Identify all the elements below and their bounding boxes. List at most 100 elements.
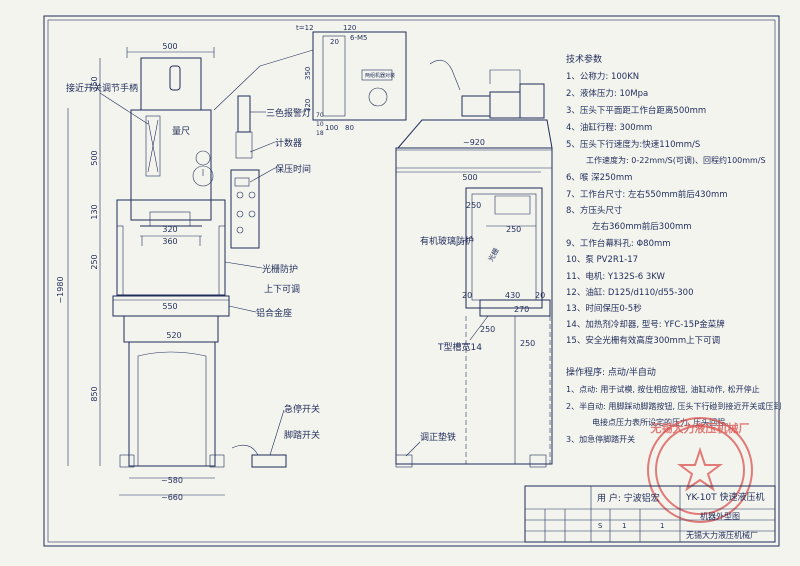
side-foot-right	[529, 454, 547, 468]
front-view: 500 320	[56, 42, 287, 502]
spec-line: 13、时间保压0-5秒	[566, 303, 642, 314]
callout-three-color-lamp: 三色报警灯	[266, 107, 311, 119]
titleblock-model: YK-10T 快速液压机	[685, 491, 765, 503]
spec-line: 7、工作台尺寸: 左右550mm前后430mm	[566, 189, 728, 200]
pressure-gauge-large-icon	[192, 165, 214, 187]
foot-pedal	[251, 454, 287, 468]
dim-det-100: 100	[325, 124, 338, 132]
side-foot-left	[395, 454, 413, 468]
detail-note: 两组机器对装	[365, 72, 395, 79]
callout-leveling-pad: 调正垫铁	[420, 431, 456, 443]
cylinder-housing	[140, 57, 202, 111]
operation-line: 3、加急停脚踏开关	[566, 434, 635, 444]
callout-proximity-switch: 接近开关调节手柄	[66, 82, 138, 94]
light-curtain-right	[218, 225, 226, 297]
dim-det-10: 10	[316, 121, 324, 128]
dim-top-500: 500	[162, 42, 177, 51]
dim-det-70: 70	[316, 112, 324, 119]
dim-550: 550	[162, 302, 177, 311]
spec-line: 12、油缸: D125/d110/d55-300	[566, 287, 694, 298]
ruler-bar	[145, 115, 161, 177]
guard-mark: 光栅	[486, 246, 501, 263]
titleblock-drawing-name: 机器外型图	[700, 511, 740, 521]
dim-side-500: 500	[462, 173, 477, 182]
dim-660: ~660	[161, 493, 183, 502]
dim-side-20a: 20	[462, 291, 472, 300]
detail-view: t=12 120 20 6-M5 两组机器对装 350 320 70 10 18…	[213, 24, 407, 137]
dim-920: ~920	[463, 138, 485, 147]
dim-det-120: 120	[343, 24, 356, 32]
titleblock-scale: S	[598, 522, 603, 530]
drawing-border	[43, 15, 780, 547]
titleblock-user: 用 户: 宁波铝宏	[597, 492, 660, 504]
spec-line: 15、安全光栅有效高度300mm上下可调	[566, 335, 720, 346]
base-frame	[128, 341, 216, 467]
dim-520: 520	[166, 331, 181, 340]
spec-line: 14、加热剂冷却器, 型号: YFC-15P金菜牌	[566, 319, 725, 330]
spec-line: 6、喉 深250mm	[566, 172, 632, 183]
operation-line: 1、点动: 用于试模, 按住相应按钮, 油缸动作, 松开停止	[566, 384, 760, 394]
press-plate	[149, 211, 191, 227]
spec-line: 10、泵 PV2R1-17	[566, 255, 638, 265]
titleblock-sheet-total: 1	[660, 522, 664, 530]
glass-guard-frame	[465, 187, 543, 309]
spec-line: 左右360mm前后300mm	[592, 221, 692, 232]
inner-border	[47, 19, 776, 543]
detail-plate	[312, 31, 407, 121]
callout-emergency-stop: 急停开关	[284, 403, 320, 415]
dim-det-80: 80	[345, 124, 354, 132]
light-curtain-left	[116, 225, 124, 297]
operation-panel: 操作程序: 点动/半自动 1、点动: 用于试模, 按住相应按钮, 油缸动作, 松…	[566, 366, 781, 444]
alarm-lamp-icon	[237, 95, 251, 133]
front-callouts: 接近开关调节手柄 量尺 三色报警灯 计数器 保压时间 光栅防护 上下可调 铝合金…	[66, 82, 320, 456]
dim-det-18: 18	[316, 130, 324, 137]
operation-heading: 操作程序: 点动/半自动	[566, 366, 656, 378]
callout-ruler: 量尺	[172, 126, 190, 137]
machine-body	[395, 147, 553, 465]
spec-line: 4、油缸行程: 300mm	[566, 122, 652, 133]
company-seal: 无锡大力液压机械厂	[647, 417, 753, 523]
spec-heading: 技术参数	[566, 53, 602, 65]
callout-t-slot: T型槽宽14	[437, 341, 482, 353]
dim-580: ~580	[161, 476, 183, 485]
work-area-frame	[116, 199, 226, 296]
dim-360: 360	[162, 237, 177, 246]
dim-850: 850	[90, 386, 99, 401]
dim-t12: t=12	[296, 24, 314, 32]
spec-line: 3、压头下平面距工作台距离500mm	[566, 105, 706, 116]
dim-side-430: 430	[505, 291, 520, 300]
dim-side-270: 270	[514, 305, 529, 314]
pressure-gauge-icon	[195, 150, 211, 166]
side-callouts: 有机玻璃防护 T型槽宽14 调正垫铁	[405, 235, 489, 457]
dim-500-v: 500	[90, 150, 99, 165]
spec-panel: 技术参数 1、公称力: 100KN 2、液体压力: 10Mpa 3、压头下平面距…	[566, 53, 766, 346]
spec-line: 9、工作台幕料孔: Φ80mm	[566, 238, 671, 249]
spec-line: 2、液体压力: 10Mpa	[566, 88, 648, 99]
callout-hold-time: 保压时间	[275, 163, 311, 175]
detail-circle-icon	[368, 87, 388, 107]
operation-line: 电接点压力表所设定的压力, 压头回程。	[592, 417, 733, 427]
dim-350: 350	[90, 76, 99, 91]
operation-line: 2、半自动: 用脚踩动脚踏按钮, 压头下行碰到接近开关或压到	[566, 401, 781, 411]
dim-det-350: 350	[304, 67, 312, 80]
motor-block	[461, 95, 491, 117]
dim-1980: ~1980	[56, 276, 65, 303]
dim-side-250c: 250	[480, 325, 495, 334]
seal-text: 无锡大力液压机械厂	[650, 421, 750, 435]
press-head	[130, 109, 212, 201]
dim-side-250d: 250	[520, 339, 535, 348]
callout-counter: 计数器	[275, 137, 302, 149]
titleblock-company: 无锡大力液压机械厂	[686, 530, 758, 540]
leveling-foot-right	[209, 454, 225, 468]
cylinder-rod	[169, 65, 181, 91]
control-panel	[230, 169, 260, 249]
titleblock-sheet: 1	[622, 522, 626, 530]
spec-line: 8、方压头尺寸	[566, 205, 623, 216]
spec-line: 工作速度为: 0-22mm/S(可调)、回程约100mm/S	[586, 155, 766, 165]
dim-250-v: 250	[90, 254, 99, 269]
callout-light-curtain: 光栅防护	[262, 263, 298, 275]
leveling-foot-left	[119, 454, 135, 468]
dim-det-6m5: 6-M5	[350, 34, 367, 42]
side-view: ~920 500 250 250 20 20 430 270 250 250 光…	[395, 59, 553, 468]
